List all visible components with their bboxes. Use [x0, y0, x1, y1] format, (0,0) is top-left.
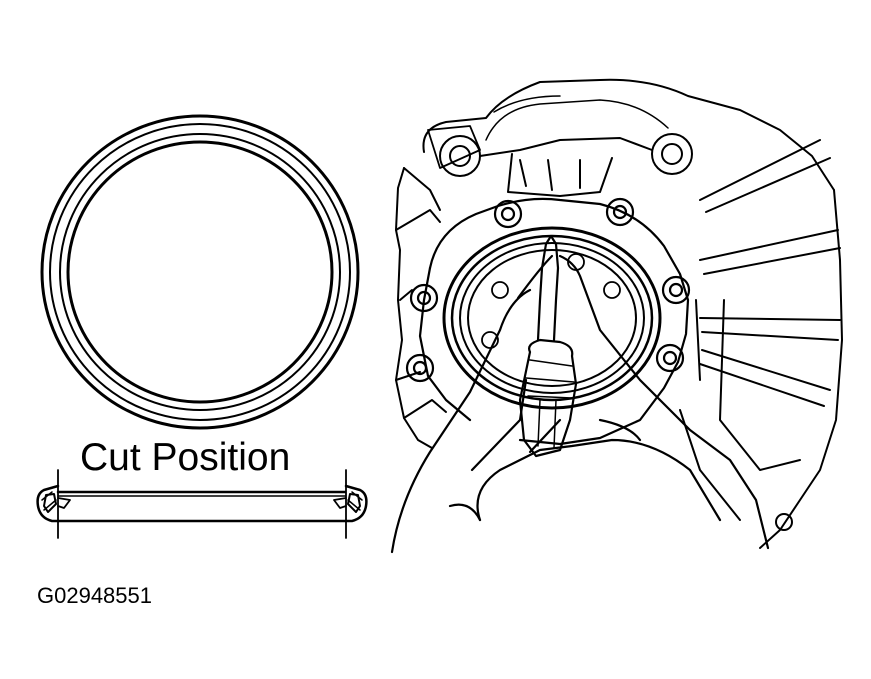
seal-retainer: [407, 199, 689, 444]
engine-block: [396, 80, 842, 548]
cut-position-label: Cut Position: [80, 436, 291, 479]
oil-seal-front-view: [42, 116, 358, 428]
seal-cross-section: [38, 470, 367, 538]
crankshaft-flange: [482, 254, 620, 348]
hand: [392, 256, 768, 552]
figure-id: G02948551: [37, 583, 152, 608]
screwdriver: [520, 236, 576, 456]
